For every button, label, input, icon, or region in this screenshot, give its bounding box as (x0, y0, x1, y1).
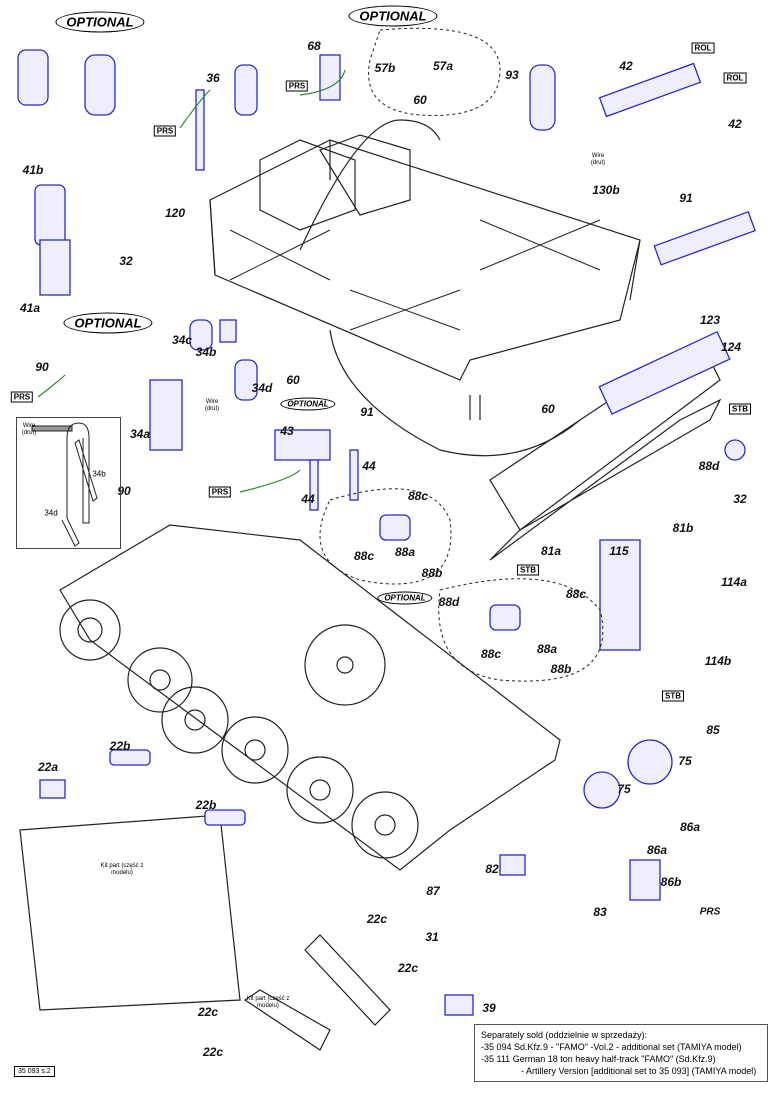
separately-sold-note: Separately sold (oddzielnie w sprzedaży)… (474, 1024, 768, 1082)
part-number: 86a (679, 820, 701, 834)
part-number: 57a (432, 59, 454, 73)
prs-tag: PRS (10, 391, 34, 403)
prs-tag: PRS (153, 125, 177, 137)
part-number: 124 (720, 340, 742, 354)
optional-label: OPTIONAL (348, 5, 438, 27)
part-number: 88d (698, 459, 720, 473)
part-number: 88c (480, 647, 502, 661)
truck-bed (209, 119, 641, 457)
wire-label: Wire (drut) (204, 399, 220, 412)
part-number: 87 (426, 884, 440, 898)
part-number: 81a (540, 544, 562, 558)
kit-part-label: Kit part (część z modelu) (246, 996, 290, 1009)
part-number: 114b (704, 654, 732, 668)
part-number: 86b (660, 875, 682, 889)
part-number: 22a (37, 760, 59, 774)
stb-tag: STB (517, 564, 539, 576)
part-number: 91 (679, 191, 693, 205)
note-line: -35 111 German 18 ton heavy half-track "… (481, 1054, 716, 1064)
part-number: 32 (119, 254, 133, 268)
part-number: 88c (407, 489, 429, 503)
detail-inset: Wire (drut) 34b 34d (16, 417, 121, 549)
page-number: 35 093 s.2 (14, 1066, 55, 1077)
part-number: 120 (164, 206, 186, 220)
part-number: 34c (171, 333, 193, 347)
note-line: - Artillery Version [additional set to 3… (521, 1066, 757, 1076)
stb-tag: STB (662, 690, 684, 702)
prs-label: PRS (699, 906, 721, 918)
optional-label: OPTIONAL (63, 312, 153, 334)
part-number: 36 (206, 71, 220, 85)
note-title: Separately sold (oddzielnie w sprzedaży)… (481, 1030, 648, 1040)
part-number: 39 (482, 1001, 496, 1015)
part-number: 44 (301, 492, 315, 506)
x-bracing (229, 219, 601, 331)
kit-part-label: Kit part (część z modelu) (100, 863, 144, 876)
optional-label: OPTIONAL (280, 397, 336, 411)
rol-tag: ROL (691, 42, 715, 54)
part-number: 57b (374, 61, 396, 75)
callout-lines (37, 69, 346, 493)
part-number: 34a (129, 427, 151, 441)
part-number: 60 (413, 93, 427, 107)
part-number: 44 (362, 459, 376, 473)
part-number: 91 (360, 405, 374, 419)
part-number: 41a (19, 301, 41, 315)
part-number: 93 (505, 68, 519, 82)
part-number: 115 (609, 544, 629, 558)
part-number: 34d (251, 381, 273, 395)
part-number: 88b (421, 566, 443, 580)
part-number: 22b (195, 798, 217, 812)
part-number: 43 (280, 424, 294, 438)
inset-part-34b: 34b (92, 469, 106, 479)
part-number: 123 (699, 313, 721, 327)
inset-part-34d: 34d (44, 508, 58, 518)
part-number: 22c (397, 961, 419, 975)
prs-tag: PRS (285, 80, 309, 92)
inset-wire-label: Wire (drut) (21, 423, 37, 436)
part-number: 86a (646, 843, 668, 857)
part-number: 88d (438, 595, 460, 609)
part-number: 22c (197, 1005, 219, 1019)
part-number: 32 (733, 492, 747, 506)
part-number: 60 (541, 402, 555, 416)
photo-etched-parts (17, 49, 756, 1016)
part-number: 42 (619, 59, 633, 73)
optional-label: OPTIONAL (377, 591, 433, 605)
prs-tag: PRS (208, 486, 232, 498)
part-number: 114a (721, 575, 747, 589)
inset-drawing (31, 422, 98, 547)
part-number: 88c (353, 549, 375, 563)
wire-label: Wire (drut) (590, 153, 606, 166)
part-number: 88c (565, 587, 587, 601)
part-number: 90 (35, 360, 49, 374)
part-number: 85 (706, 723, 720, 737)
fenders (19, 814, 391, 1051)
part-number: 42 (728, 117, 742, 131)
part-number: 60 (286, 373, 300, 387)
part-number: 88b (550, 662, 572, 676)
part-number: 31 (425, 930, 439, 944)
rol-tag: ROL (723, 72, 747, 84)
optional-label: OPTIONAL (55, 11, 145, 33)
part-number: 75 (617, 782, 631, 796)
part-number: 22c (202, 1045, 224, 1059)
part-number: 83 (593, 905, 607, 919)
part-number: 22c (366, 912, 388, 926)
stb-tag: STB (729, 403, 751, 415)
part-number: 130b (592, 183, 620, 197)
road-wheels (59, 599, 419, 859)
part-number: 75 (678, 754, 692, 768)
part-number: 68 (307, 39, 321, 53)
part-number: 22b (109, 739, 131, 753)
note-line: -35 094 Sd.Kfz.9 - "FAMO" -Vol.2 - addit… (481, 1042, 742, 1052)
part-number: 41b (22, 163, 44, 177)
part-number: 81b (672, 521, 694, 535)
part-number: 34b (195, 345, 217, 359)
part-number: 88a (536, 642, 558, 656)
part-number: 82 (485, 862, 499, 876)
part-number: 88a (394, 545, 416, 559)
dashed-optional-outlines (319, 27, 604, 682)
